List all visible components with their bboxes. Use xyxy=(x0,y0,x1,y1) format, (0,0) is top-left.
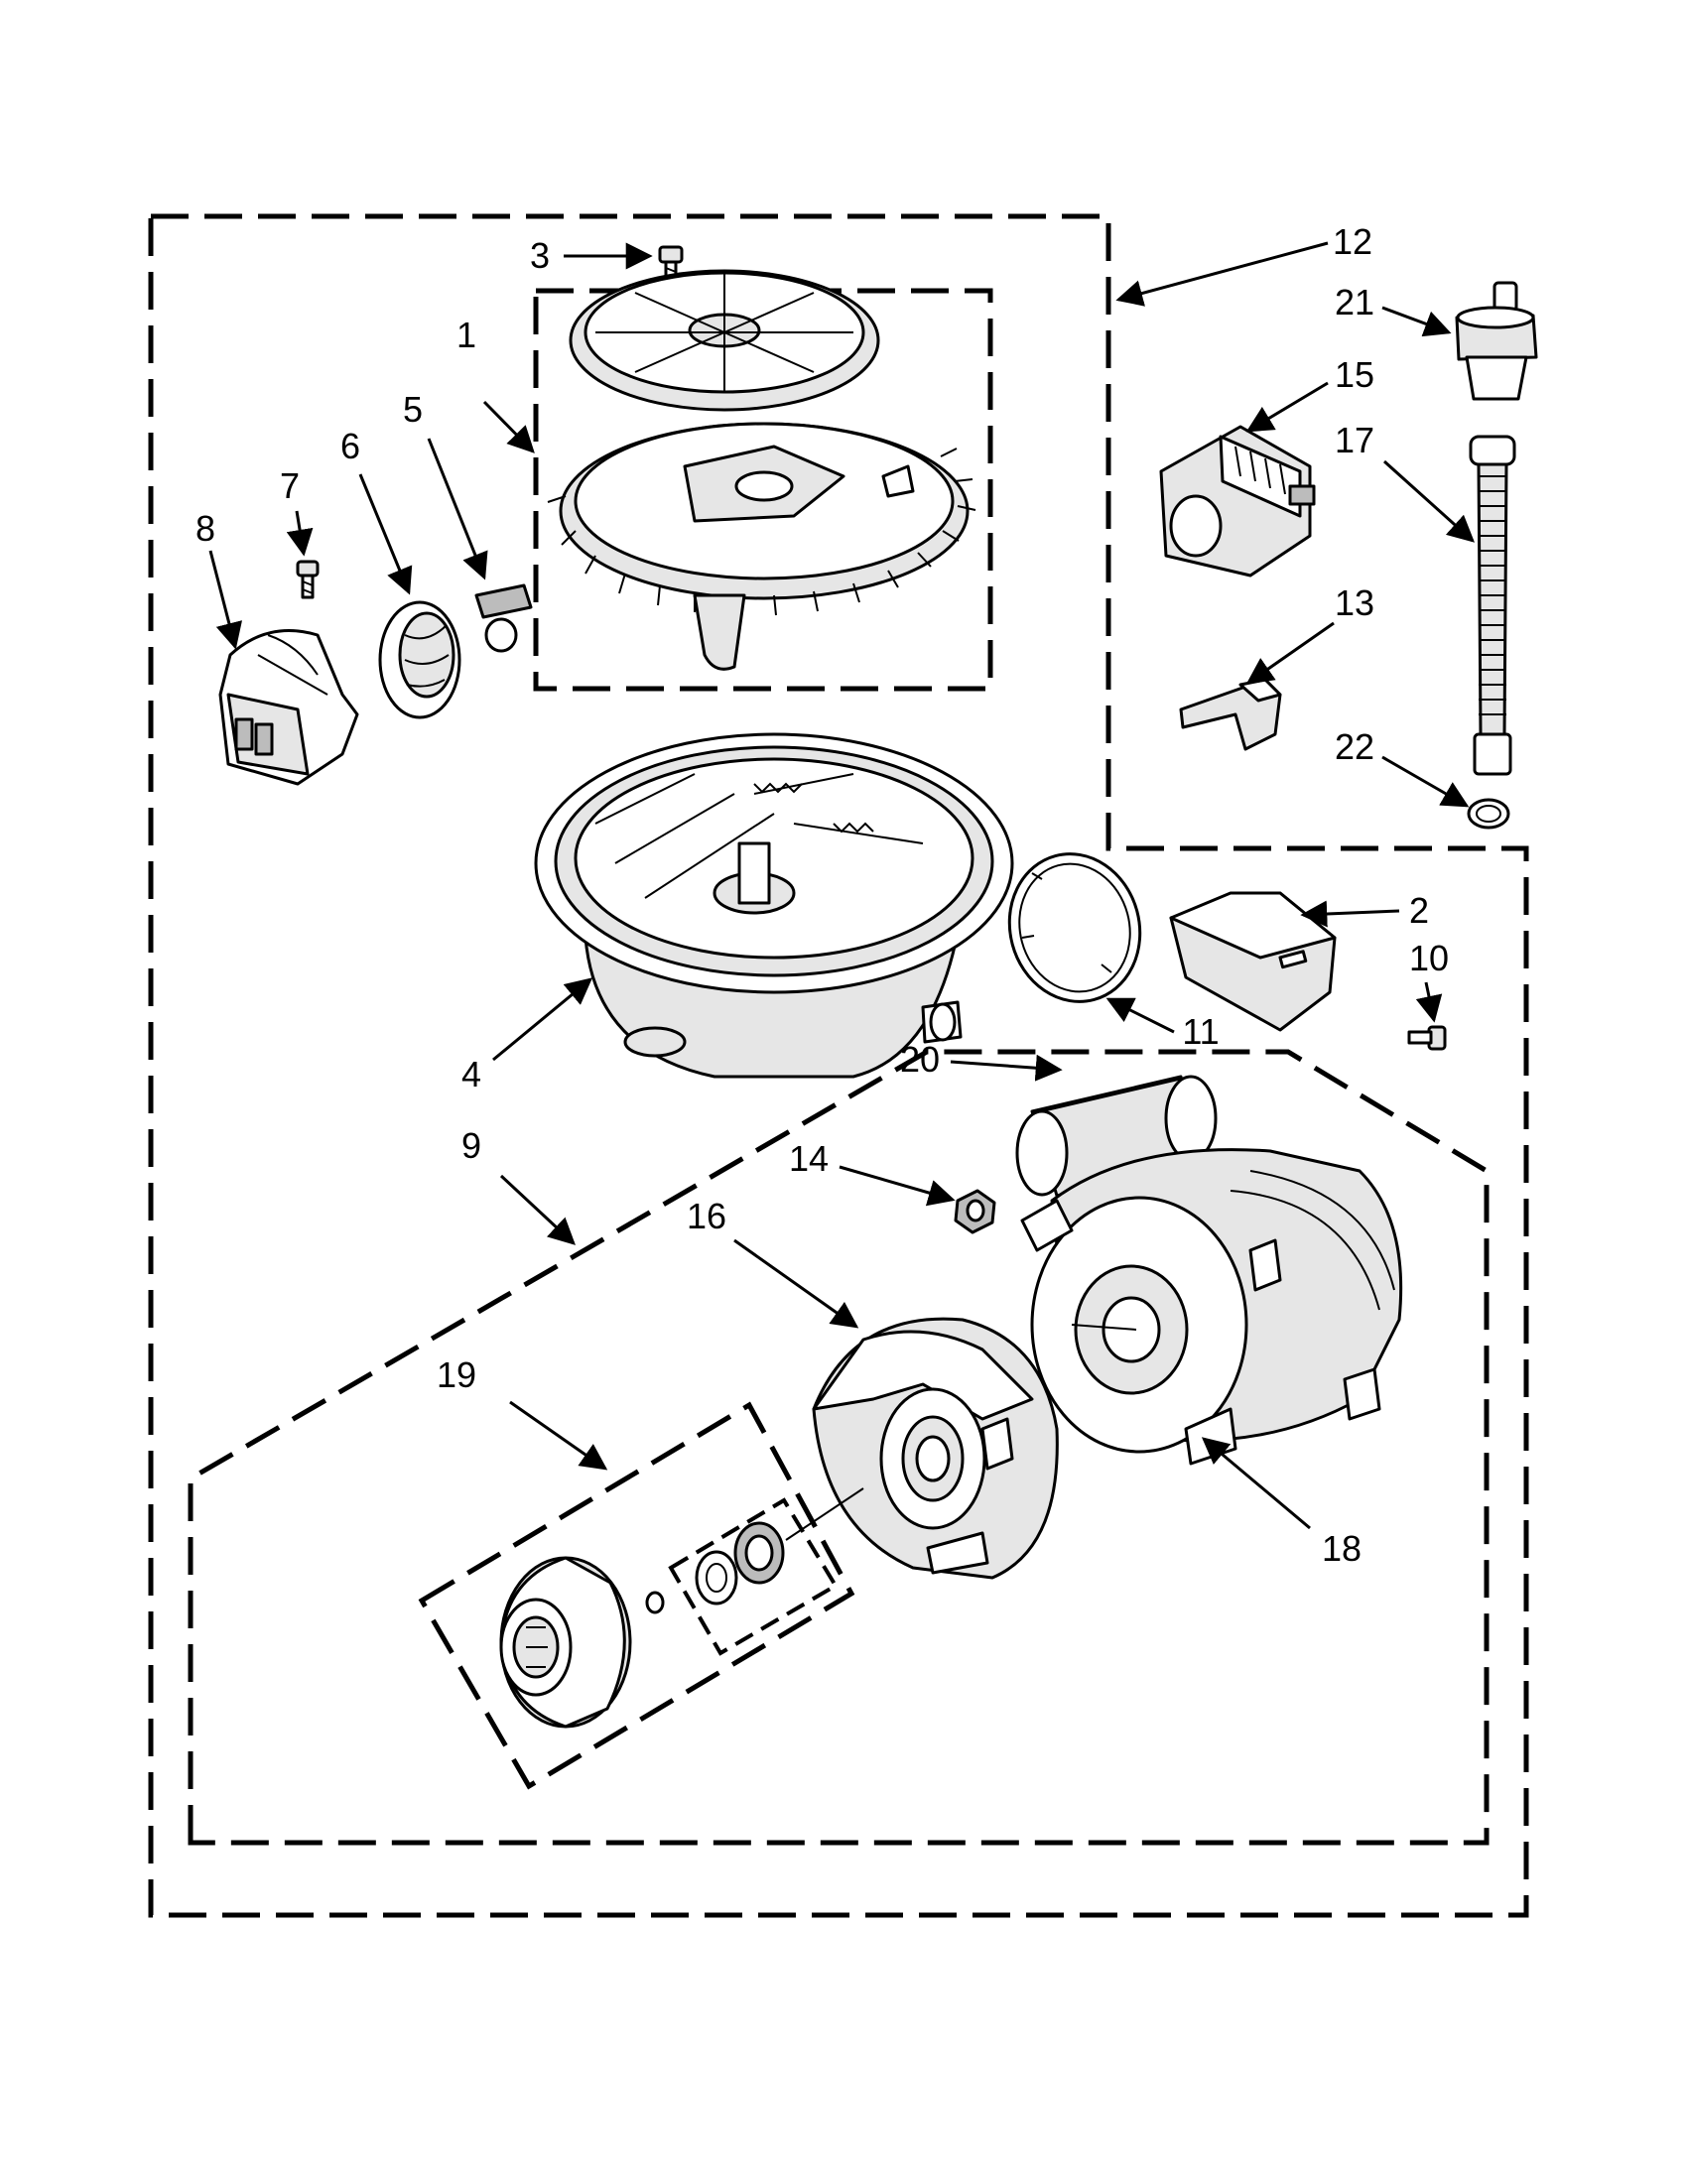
callout-5: 5 xyxy=(403,389,423,430)
housing-8 xyxy=(218,629,359,786)
leader-5 xyxy=(427,438,488,580)
leader-7 xyxy=(286,510,314,557)
callout-15: 15 xyxy=(1335,354,1374,395)
spray-arm-cover xyxy=(569,269,880,412)
valve-15 xyxy=(1159,425,1316,578)
leader-22 xyxy=(1381,755,1470,808)
callout-13: 13 xyxy=(1335,582,1374,623)
callout-18: 18 xyxy=(1322,1528,1362,1569)
callout-14: 14 xyxy=(789,1138,829,1179)
callout-6: 6 xyxy=(340,426,360,466)
outer-assembly-boundary xyxy=(148,213,1529,1918)
leader-8 xyxy=(208,550,243,650)
callout-3: 3 xyxy=(530,235,550,276)
leader-21 xyxy=(1381,306,1452,337)
clip-13 xyxy=(1179,678,1282,751)
screw-7 xyxy=(296,560,320,599)
callout-17: 17 xyxy=(1335,420,1374,460)
leader-13 xyxy=(1245,621,1335,685)
leader-11 xyxy=(1105,997,1175,1034)
motor-18 xyxy=(1020,1148,1403,1466)
leader-19 xyxy=(509,1400,608,1471)
clamp-22 xyxy=(1467,798,1510,830)
callout-9: 9 xyxy=(461,1125,481,1166)
motor-pump-group-boundary xyxy=(188,1049,1490,1846)
callout-8: 8 xyxy=(195,508,215,549)
screw-10 xyxy=(1407,1025,1447,1051)
leader-2 xyxy=(1300,900,1400,928)
leader-lines xyxy=(208,241,1476,1530)
leader-17 xyxy=(1382,459,1476,543)
callout-2: 2 xyxy=(1409,890,1429,931)
seal-inner-boundary xyxy=(668,1497,839,1656)
callout-16: 16 xyxy=(687,1196,726,1236)
clip-5 xyxy=(474,583,533,653)
leader-16 xyxy=(733,1238,859,1329)
seal-kit-19 xyxy=(499,1487,864,1729)
callout-22: 22 xyxy=(1335,726,1374,767)
leader-12 xyxy=(1115,241,1329,307)
spray-arm-plate xyxy=(547,422,976,671)
nut-14 xyxy=(954,1189,996,1234)
cover-2 xyxy=(1169,891,1337,1032)
screw-3 xyxy=(658,245,684,286)
callout-4: 4 xyxy=(461,1054,481,1094)
callout-19: 19 xyxy=(437,1354,476,1395)
disk-6 xyxy=(378,600,461,719)
leader-18 xyxy=(1201,1437,1311,1530)
leader-20 xyxy=(950,1054,1063,1082)
leader-15 xyxy=(1245,381,1329,433)
callout-7: 7 xyxy=(280,465,300,506)
callout-21: 21 xyxy=(1335,282,1374,322)
sensor-21 xyxy=(1455,281,1538,401)
callout-11: 11 xyxy=(1182,1011,1219,1052)
callout-1: 1 xyxy=(456,315,476,355)
seal-kit-group-boundary xyxy=(418,1401,855,1790)
leader-9 xyxy=(499,1174,576,1245)
sump-4 xyxy=(534,732,1014,1079)
callout-20: 20 xyxy=(900,1039,940,1080)
leader-10 xyxy=(1415,981,1443,1023)
callout-10: 10 xyxy=(1409,938,1449,978)
pump-housing-16 xyxy=(812,1317,1059,1580)
ring-11 xyxy=(1007,852,1142,1003)
leader-14 xyxy=(839,1165,956,1207)
callout-labels: 3 1 5 6 7 8 12 21 15 17 13 22 2 10 11 4 … xyxy=(195,221,1449,1569)
leader-1 xyxy=(482,400,535,453)
leader-6 xyxy=(358,473,413,595)
leader-4 xyxy=(492,977,593,1062)
callout-12: 12 xyxy=(1333,221,1372,262)
hose-17 xyxy=(1469,435,1516,776)
